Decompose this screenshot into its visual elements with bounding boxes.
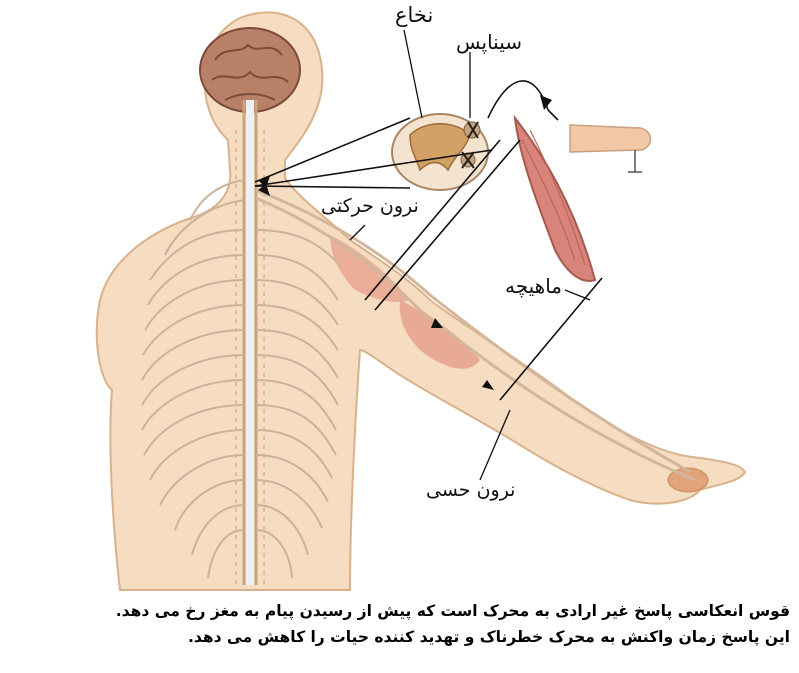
label-motor-neuron: نرون حرکتی [321, 195, 419, 217]
label-muscle: ماهیچه [505, 274, 562, 298]
brain [200, 28, 300, 112]
caption-line-2: این پاسخ زمان واکنش به محرک خطرناک و تهد… [60, 624, 790, 650]
caption: قوس انعکاسی پاسخ غیر ارادی به محرک است ک… [60, 598, 790, 650]
label-synapse: سیناپس [456, 30, 522, 54]
finger-illustration [570, 125, 650, 172]
label-sensory-neuron: نرون حسی [426, 479, 515, 501]
human-body [97, 12, 745, 590]
label-spinal-cord: نخاع [395, 3, 433, 27]
caption-line-1: قوس انعکاسی پاسخ غیر ارادی به محرک است ک… [60, 598, 790, 624]
